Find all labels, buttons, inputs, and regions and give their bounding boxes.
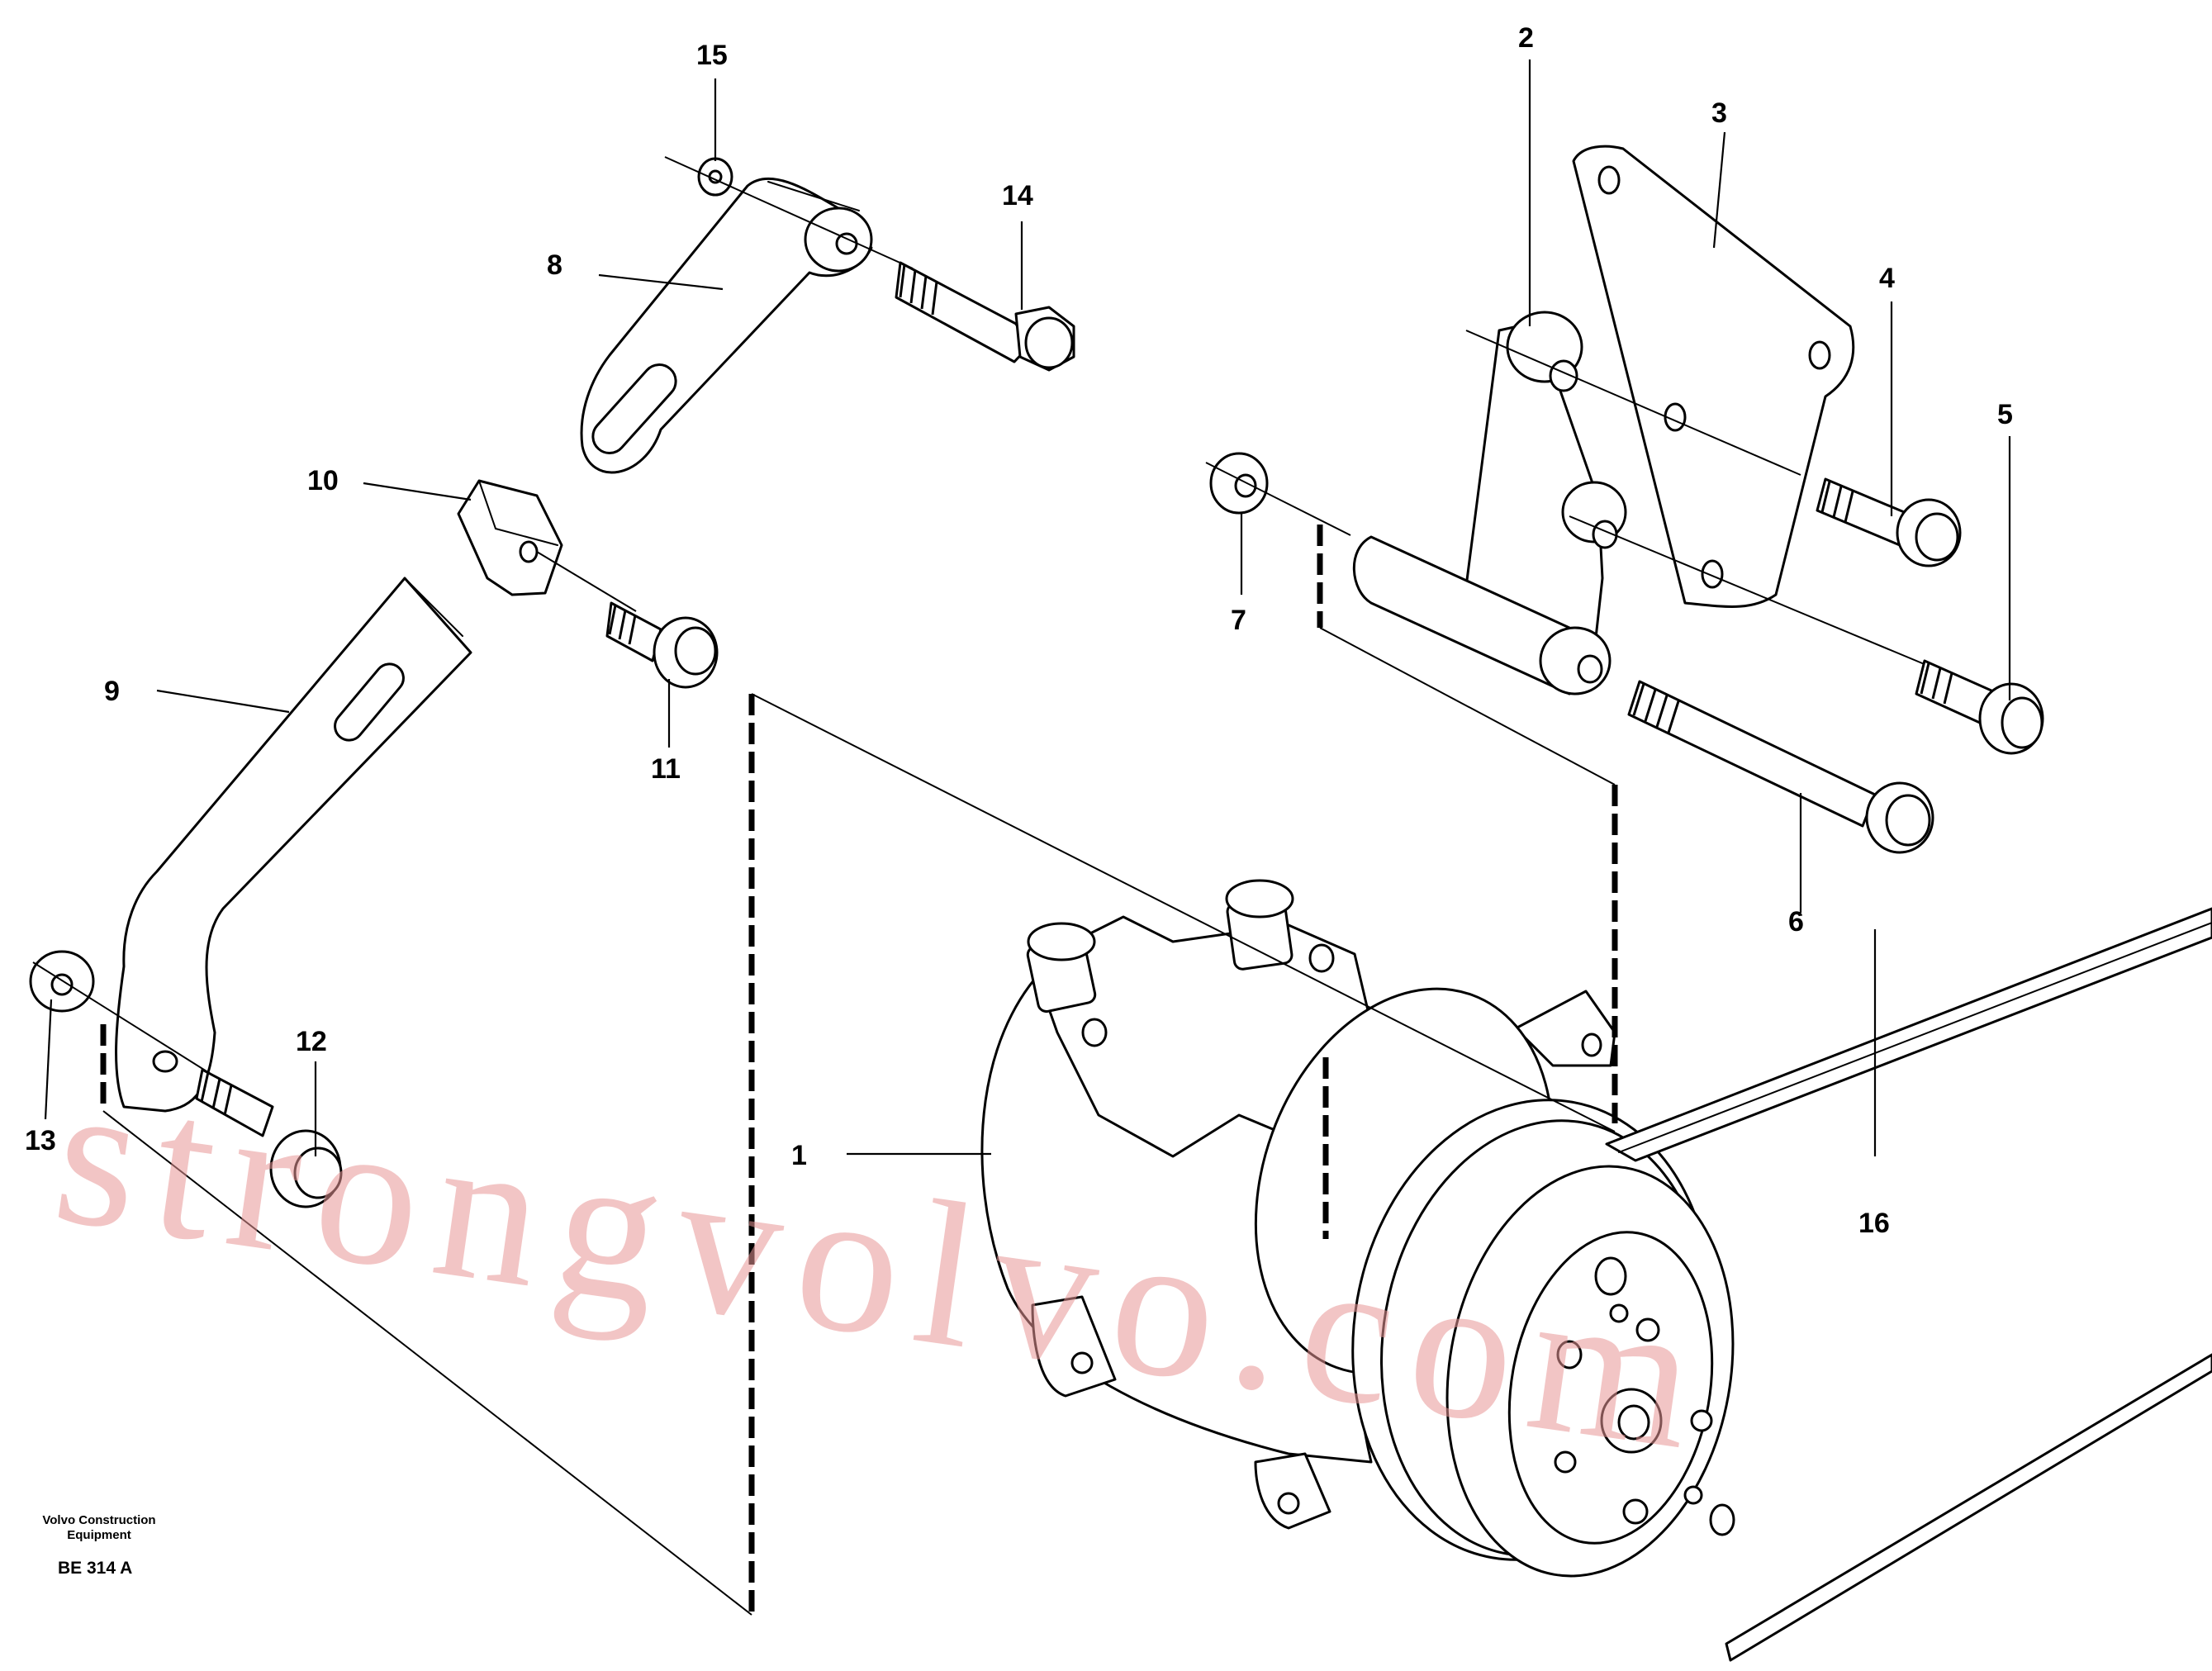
part-4-bolt bbox=[1816, 477, 1962, 567]
callout-3: 3 bbox=[1711, 97, 1727, 129]
phantom-boundary-lines bbox=[100, 525, 1618, 1616]
callout-5: 5 bbox=[1997, 399, 2013, 430]
callout-7: 7 bbox=[1231, 605, 1246, 636]
callout-10: 10 bbox=[307, 465, 339, 496]
callout-6: 6 bbox=[1788, 906, 1804, 938]
drawing-code: BE 314 A bbox=[58, 1559, 132, 1578]
callout-9: 9 bbox=[104, 676, 120, 707]
callout-leaders bbox=[44, 59, 2011, 1156]
callout-8: 8 bbox=[547, 249, 562, 281]
part-8-link-arm bbox=[580, 177, 873, 474]
part-3-plate bbox=[1572, 145, 1855, 608]
callout-2: 2 bbox=[1518, 22, 1534, 54]
callout-14: 14 bbox=[1002, 180, 1033, 211]
part-5-bolt bbox=[1915, 659, 2044, 755]
part-6-long-bolt bbox=[1627, 680, 1934, 854]
part-11-bolt bbox=[605, 601, 719, 689]
part-10-clip-nut bbox=[457, 479, 563, 596]
part-12-bolt bbox=[195, 1068, 343, 1208]
part-15-washer bbox=[697, 157, 733, 197]
part-16-v-belt bbox=[1605, 907, 2212, 1662]
part-2-support-bracket bbox=[1352, 311, 1627, 695]
part-1-compressor bbox=[980, 879, 1735, 1578]
callout-15: 15 bbox=[696, 40, 728, 71]
callout-16: 16 bbox=[1858, 1208, 1890, 1239]
part-7-nut bbox=[1209, 452, 1269, 515]
callout-12: 12 bbox=[296, 1026, 327, 1057]
publisher-credit-line2: Equipment bbox=[67, 1528, 131, 1542]
publisher-credit-line1: Volvo Construction bbox=[42, 1513, 155, 1527]
callout-1: 1 bbox=[791, 1140, 807, 1171]
callout-4: 4 bbox=[1879, 263, 1895, 294]
part-9-bracket bbox=[115, 577, 472, 1113]
callout-13: 13 bbox=[25, 1125, 56, 1156]
part-14-bolt bbox=[895, 261, 1075, 372]
callout-11: 11 bbox=[651, 753, 681, 785]
